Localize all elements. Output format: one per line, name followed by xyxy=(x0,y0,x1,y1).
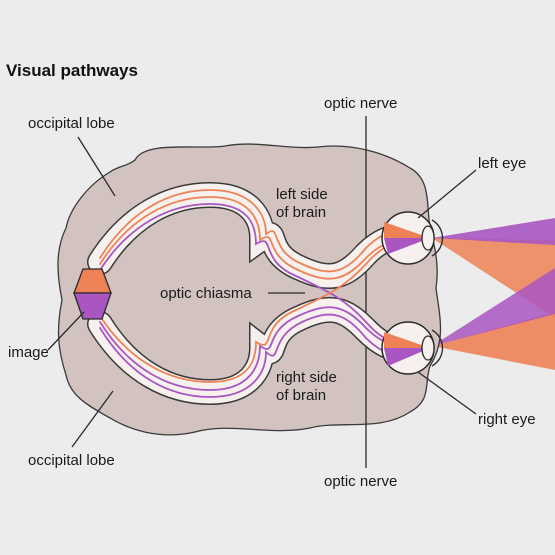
label-left-side-of-brain: left side of brain xyxy=(276,186,328,222)
image-hexagon xyxy=(73,268,112,320)
upper-orange-fibre-outer xyxy=(99,189,409,273)
left-eye-cornea xyxy=(431,219,444,257)
label-occipital-lobe-top: occipital lobe xyxy=(28,115,115,132)
leader-image xyxy=(47,311,85,351)
lower-purple-fibre-inner xyxy=(99,306,409,391)
label-right-side-line-1: right side xyxy=(276,369,337,386)
leader-left-eye xyxy=(417,169,477,219)
lower-pathway-band xyxy=(88,298,420,404)
upper-orange-fibre-inner xyxy=(99,196,409,280)
label-left-eye: left eye xyxy=(478,155,527,172)
leader-lines xyxy=(47,136,477,448)
label-right-side-line-2: of brain xyxy=(276,387,327,404)
upper-pathway-band xyxy=(88,183,420,288)
left-eye-retina-orange xyxy=(384,222,430,238)
upper-purple-fibre xyxy=(99,203,409,345)
label-optic-nerve-bottom: optic nerve xyxy=(324,473,398,490)
lower-orange-fibre xyxy=(99,241,409,383)
left-eye xyxy=(381,211,444,265)
right-eye-lens xyxy=(421,335,435,361)
leader-occipital-bottom xyxy=(71,390,114,448)
right-eye-cornea xyxy=(431,329,444,367)
right-eye-retina-purple xyxy=(384,348,430,366)
label-left-side-line-1: left side xyxy=(276,186,328,203)
diagram-title: Visual pathways xyxy=(6,61,138,80)
light-rays xyxy=(432,218,555,370)
right-eye xyxy=(381,321,444,375)
right-eye-retina-orange xyxy=(384,332,430,348)
label-occipital-lobe-bottom: occipital lobe xyxy=(28,452,115,469)
ray-left-eye-purple xyxy=(432,218,555,245)
ray-right-eye-orange xyxy=(432,312,555,370)
lower-purple-fibre-outer xyxy=(99,313,409,398)
label-right-eye: right eye xyxy=(478,411,536,428)
pathway-bands xyxy=(87,181,421,406)
label-left-side-line-2: of brain xyxy=(276,204,327,221)
ray-right-eye-purple xyxy=(432,268,555,346)
leader-occipital-top xyxy=(77,136,116,197)
left-eye-retina-purple xyxy=(384,238,430,254)
label-optic-nerve-top: optic nerve xyxy=(324,95,398,112)
left-eye-lens xyxy=(421,225,435,251)
label-image: image xyxy=(8,344,49,361)
label-right-side-of-brain: right side of brain xyxy=(276,369,337,405)
label-optic-chiasma: optic chiasma xyxy=(160,285,252,302)
leader-right-eye xyxy=(417,371,477,415)
